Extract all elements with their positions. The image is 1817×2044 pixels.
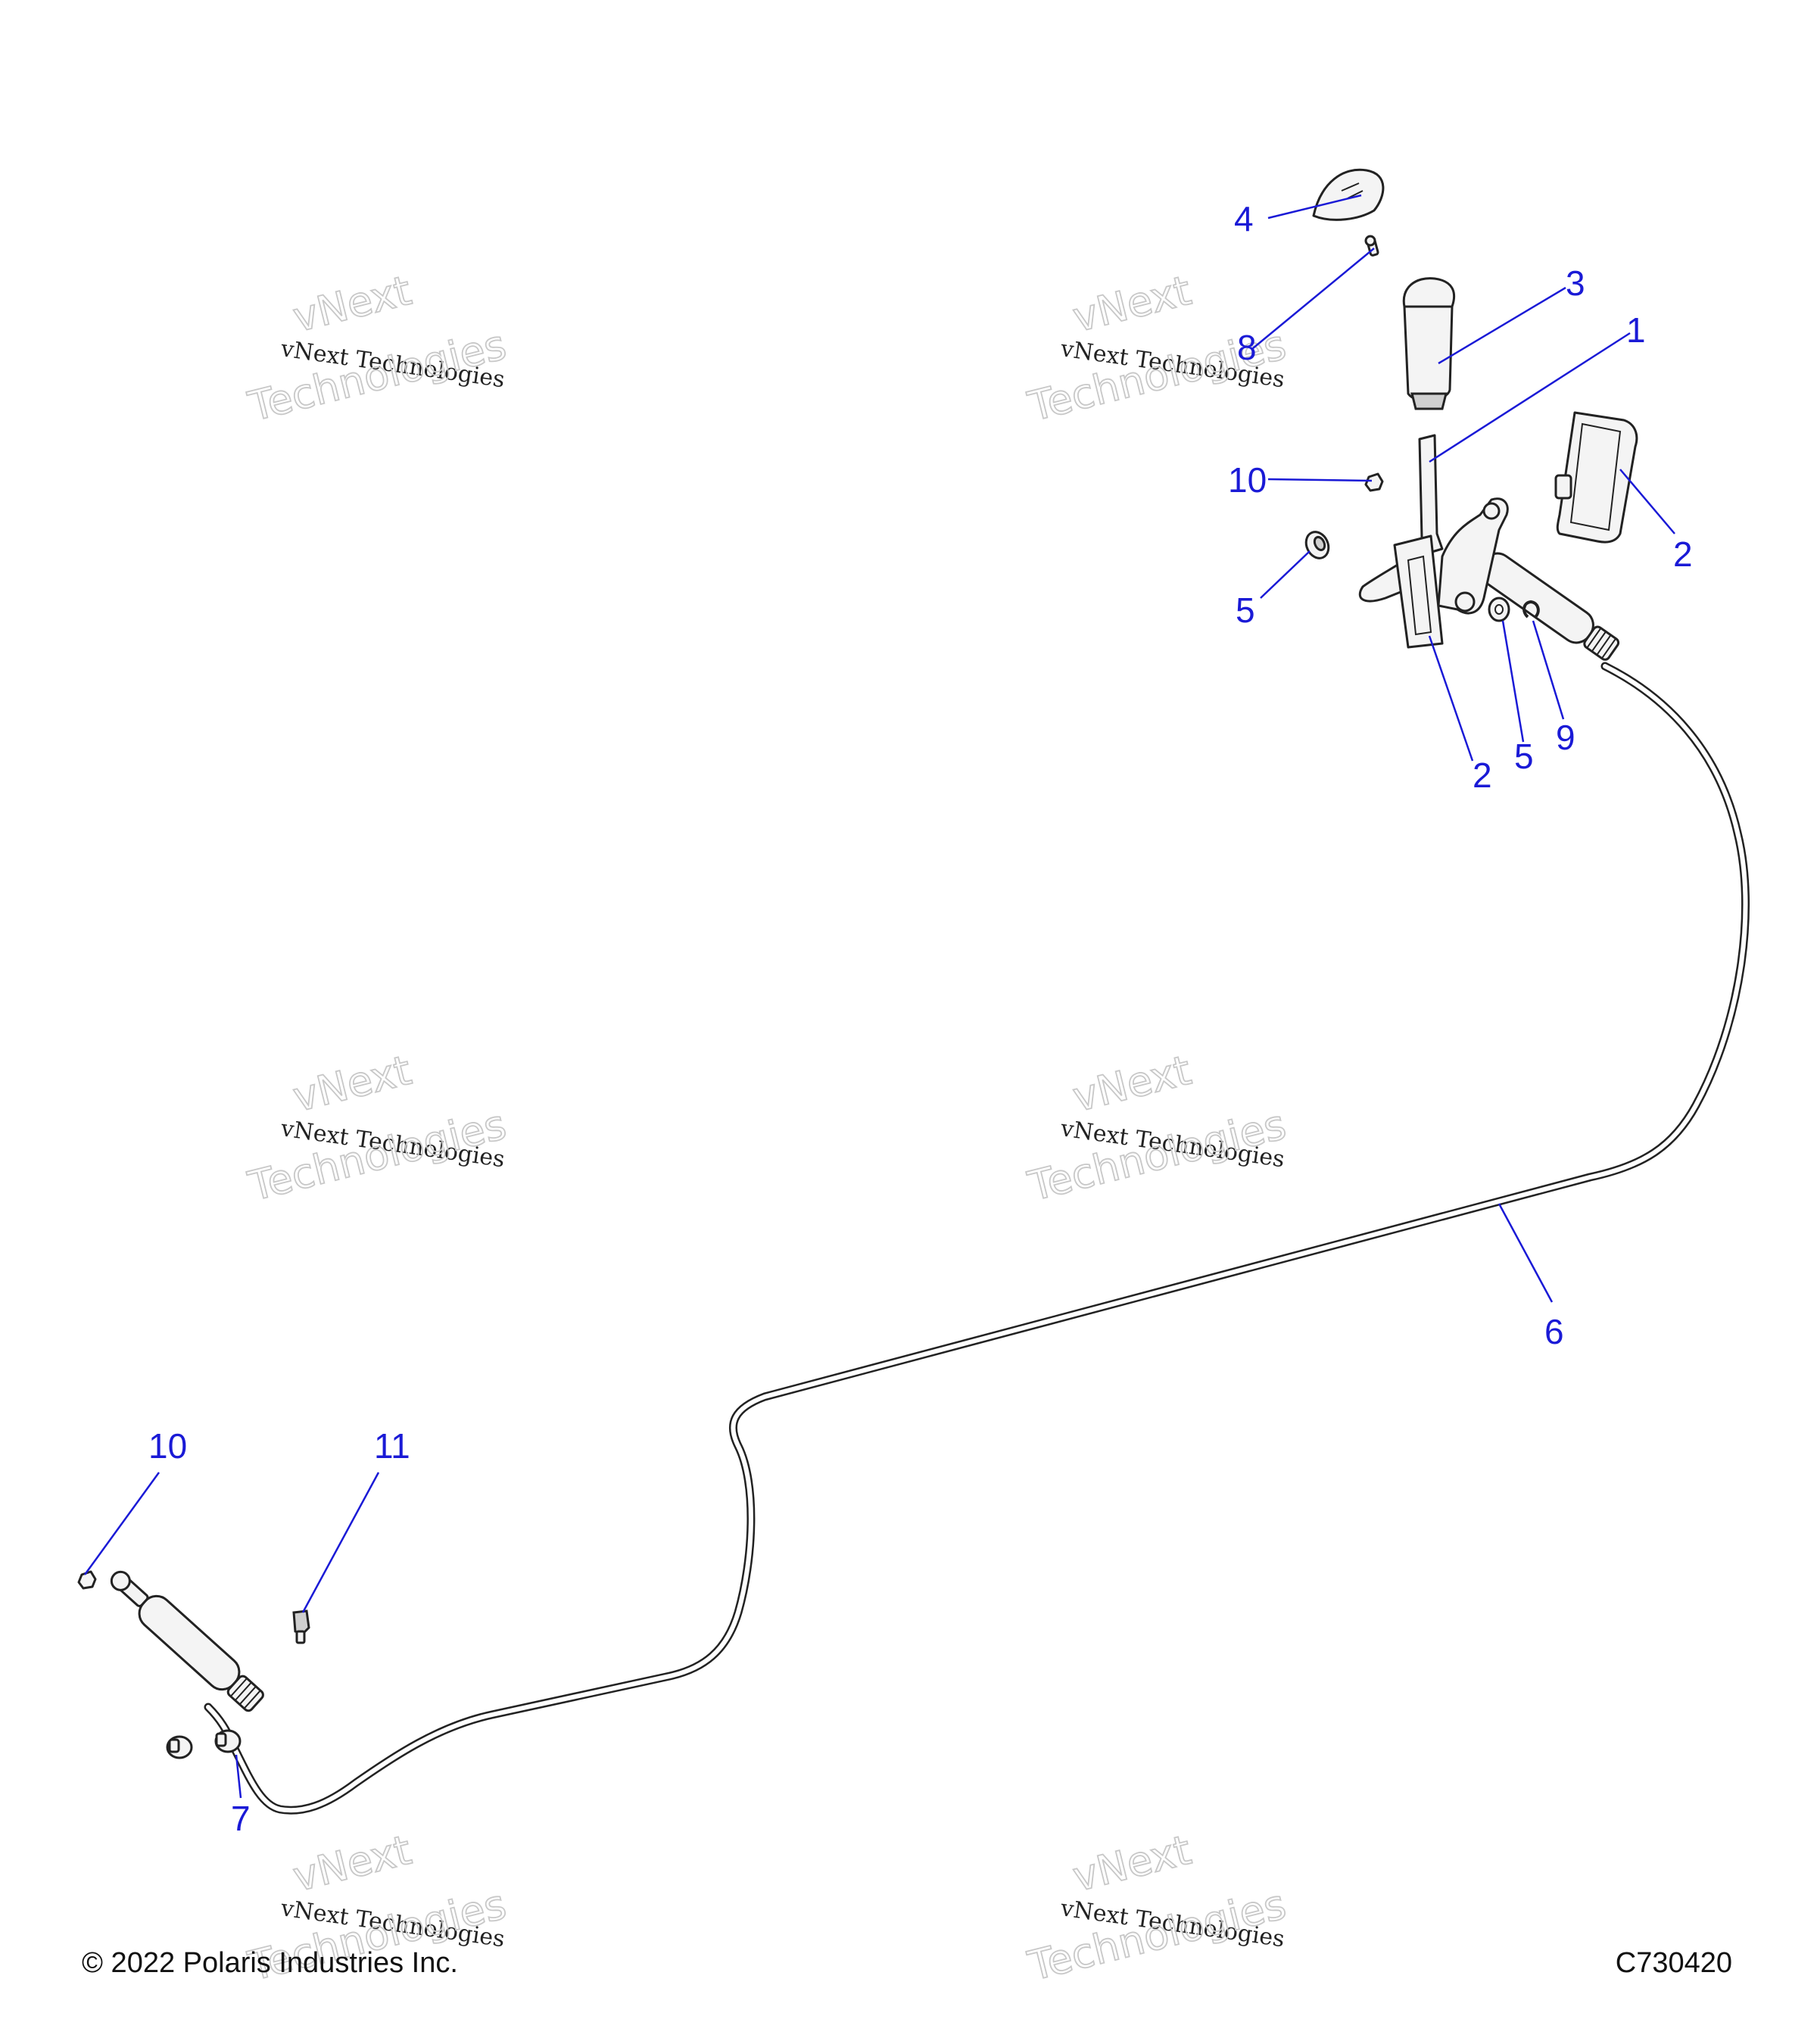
shift-knob-cap xyxy=(1312,168,1385,221)
watermark: vNext vNext Technologies Technologies xyxy=(1023,1045,1292,1211)
svg-text:vNext: vNext xyxy=(288,1046,416,1121)
callout-10: 10 xyxy=(148,1426,187,1466)
shift-knob xyxy=(1402,277,1456,410)
washer xyxy=(1488,597,1510,622)
callout-3: 3 xyxy=(1566,263,1585,303)
push-rivet xyxy=(166,1735,193,1759)
svg-text:vNext: vNext xyxy=(288,266,416,341)
pivot-bracket xyxy=(1437,497,1509,615)
svg-text:vNext: vNext xyxy=(1068,1826,1195,1901)
shift-gate-plate xyxy=(1393,534,1444,649)
callout-5: 5 xyxy=(1236,590,1255,630)
svg-text:vNext: vNext xyxy=(1068,266,1195,341)
callout-9: 9 xyxy=(1556,718,1575,757)
callout-2: 2 xyxy=(1673,534,1693,574)
shift-cable xyxy=(204,662,1750,1815)
watermark: vNext vNext Technologies Technologies xyxy=(1023,1825,1292,1991)
nut xyxy=(77,1570,97,1590)
watermark: vNext vNext Technologies Technologies xyxy=(243,266,512,432)
callout-11: 11 xyxy=(374,1426,410,1466)
push-rivet xyxy=(214,1729,242,1753)
shift-boot-bezel xyxy=(1554,411,1638,544)
callout-6: 6 xyxy=(1544,1312,1564,1351)
bushing xyxy=(1304,531,1330,559)
callout-8: 8 xyxy=(1237,328,1257,367)
callout-7: 7 xyxy=(231,1799,251,1838)
cable-upper-end xyxy=(1479,552,1620,661)
callouts: 1 2 2 3 4 5 5 6 7 8 9 10 10 11 xyxy=(148,199,1693,1838)
callout-1: 1 xyxy=(1626,310,1646,350)
nut xyxy=(1364,472,1384,492)
callout-10: 10 xyxy=(1228,460,1267,500)
svg-text:vNext: vNext xyxy=(1068,1046,1195,1121)
watermark: vNext vNext Technologies Technologies xyxy=(243,1045,512,1211)
callout-2: 2 xyxy=(1473,756,1492,795)
leader-lines xyxy=(83,194,1675,1799)
cable-clip-fastener xyxy=(292,1609,310,1644)
cable-lower-end xyxy=(110,1570,264,1712)
copyright-notice: © 2022 Polaris Industries Inc. xyxy=(82,1947,458,1979)
svg-text:vNext: vNext xyxy=(288,1826,416,1901)
callout-4: 4 xyxy=(1234,199,1254,238)
drawing-number: C730420 xyxy=(1615,1947,1732,1979)
retaining-clip xyxy=(1522,600,1540,618)
callout-5: 5 xyxy=(1514,737,1534,776)
